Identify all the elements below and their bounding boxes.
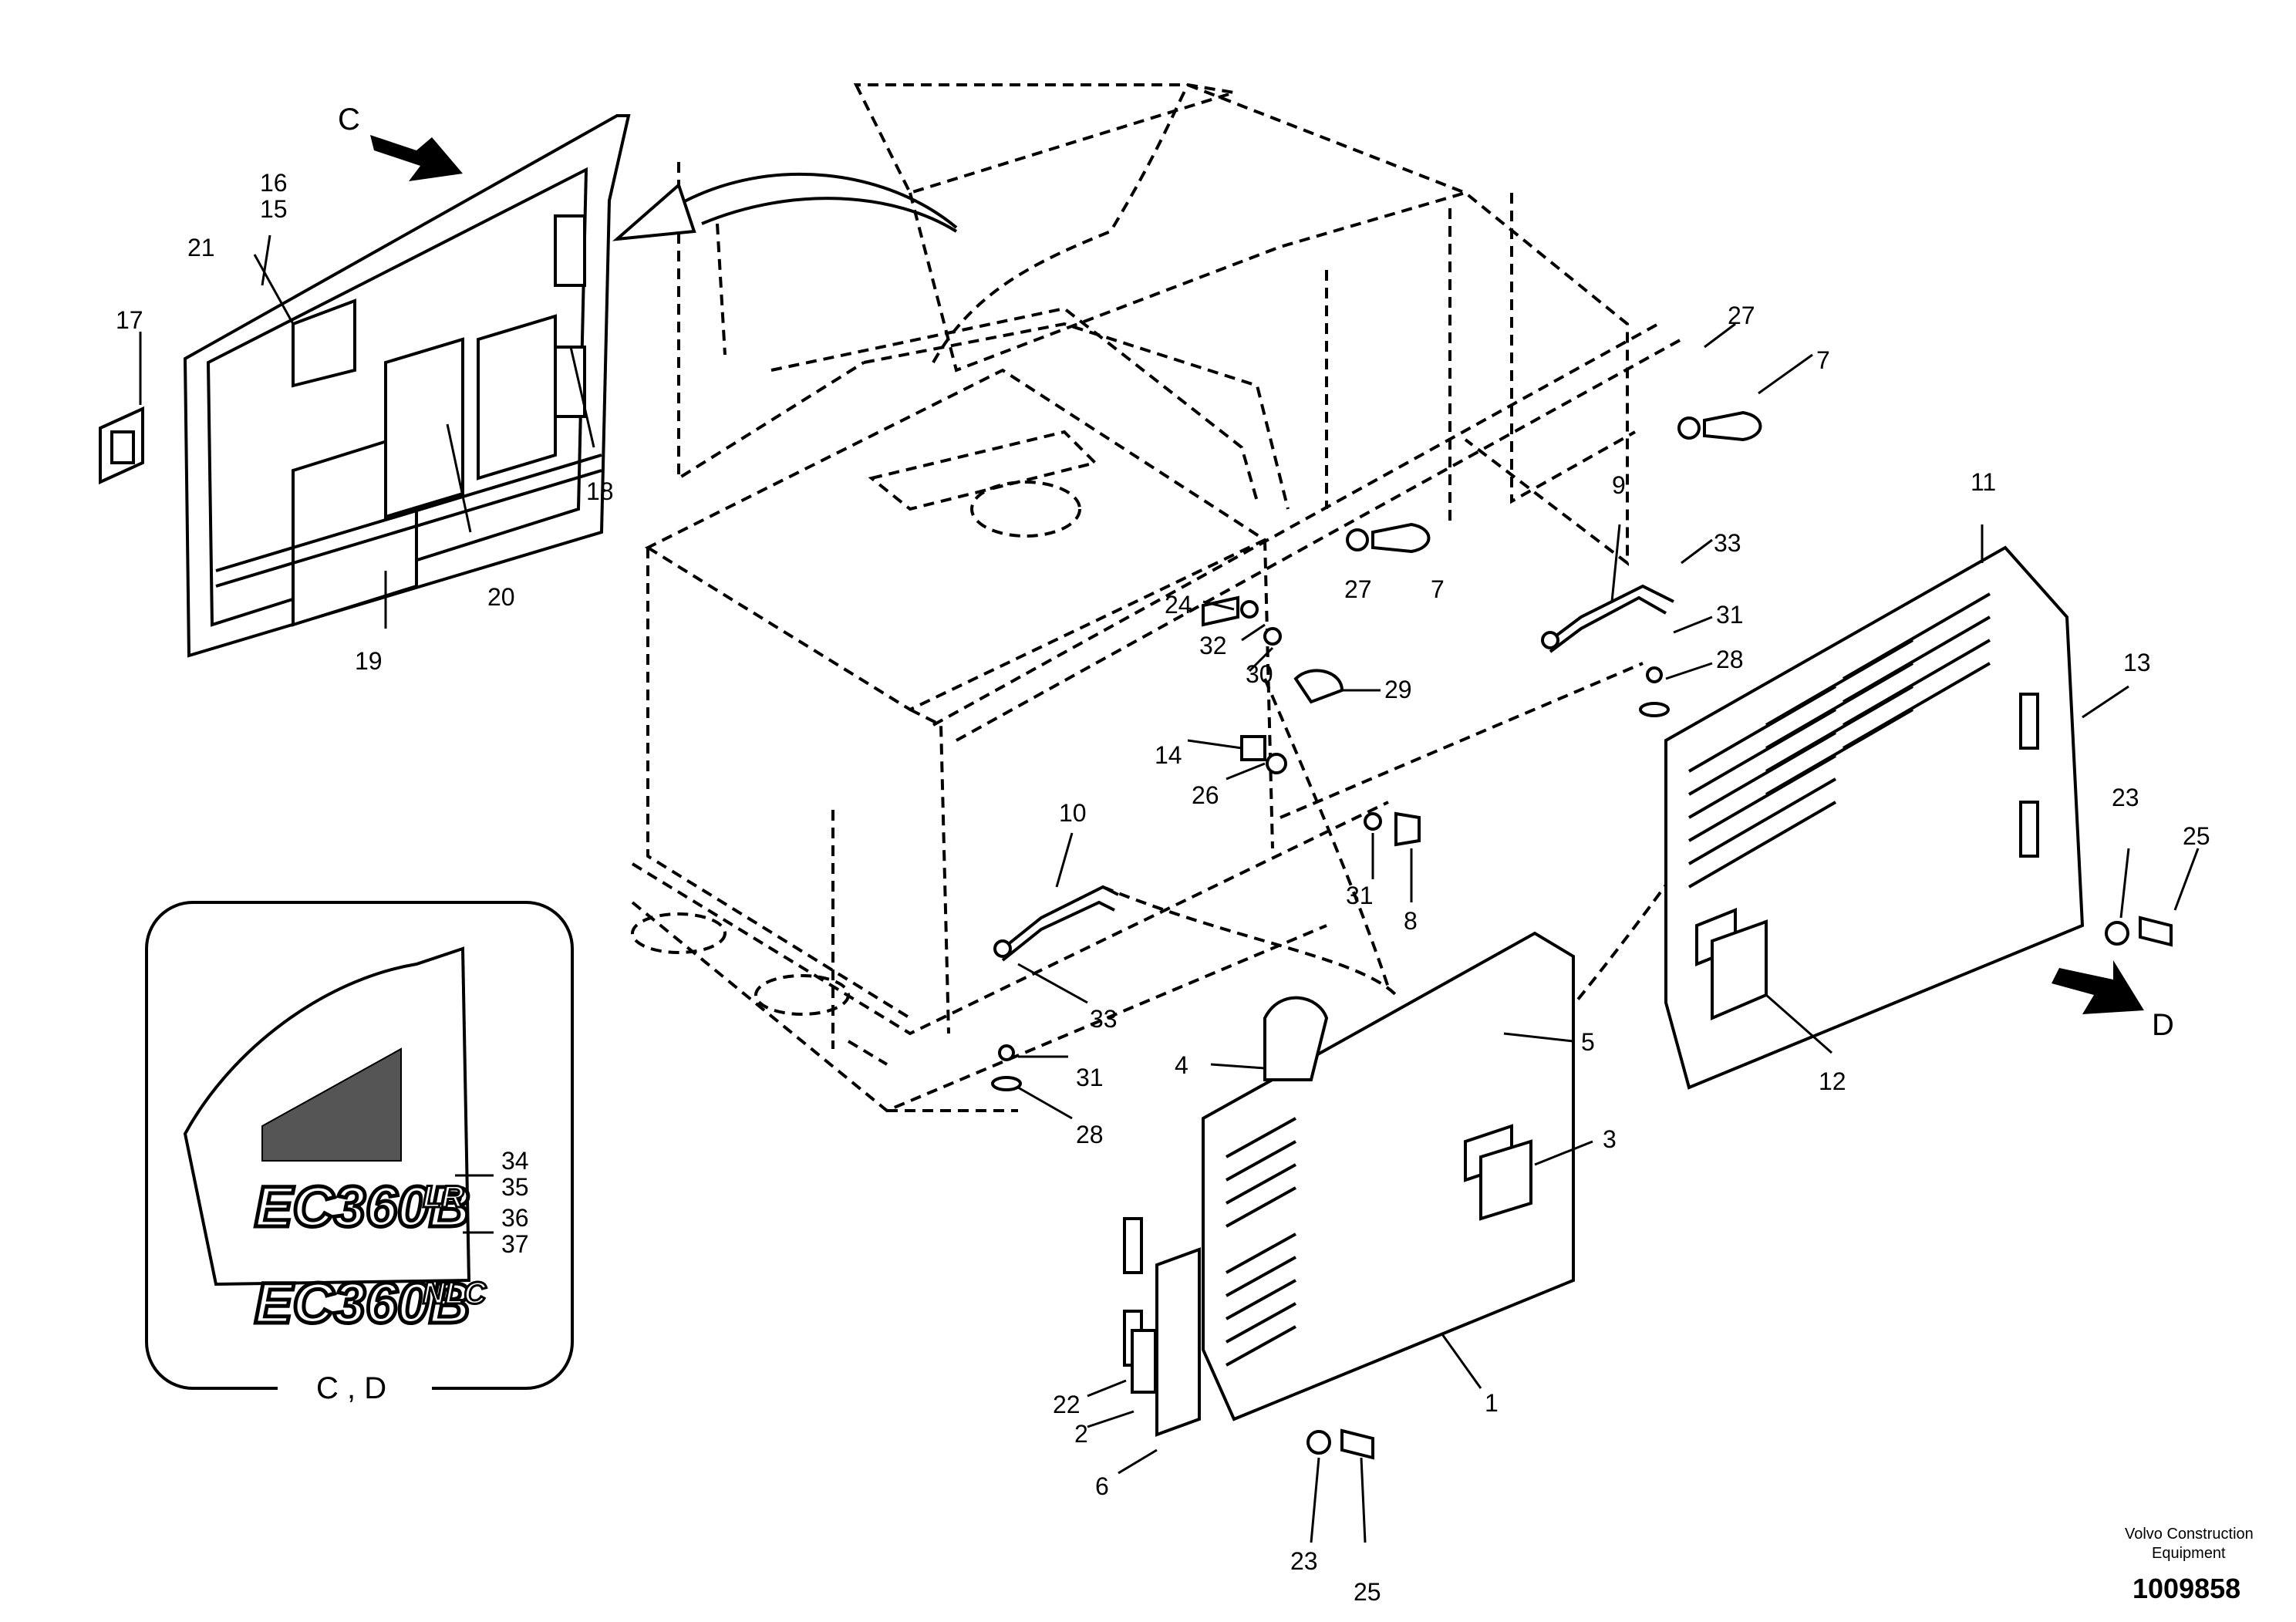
view-c-arrow: C: [338, 103, 463, 181]
front-door-panel: [1123, 931, 1575, 1437]
callout-32: 32: [1199, 632, 1227, 659]
callout-36: 36: [501, 1204, 529, 1232]
callout-27-upper: 27: [1728, 302, 1755, 329]
callout-35: 35: [501, 1173, 529, 1201]
callout-25-right: 25: [2183, 822, 2210, 850]
callout-30: 30: [1246, 660, 1273, 688]
callout-10: 10: [1059, 799, 1087, 827]
right-door-louvers: [1687, 592, 1991, 889]
callout-14: 14: [1155, 741, 1182, 769]
drawing-number: 1009858: [2132, 1573, 2240, 1604]
callout-5: 5: [1581, 1028, 1595, 1056]
callout-6: 6: [1095, 1472, 1109, 1500]
callout-27-mid: 27: [1344, 575, 1372, 603]
callout-33-lower: 33: [1090, 1005, 1118, 1033]
view-c-label: C: [338, 103, 360, 137]
callout-25-bottom: 25: [1354, 1578, 1381, 1606]
hardware: [991, 410, 2173, 1460]
decal-nlc-main: EC360B: [255, 1271, 470, 1335]
right-door-panel: [1664, 545, 2085, 1090]
part-17-latch: [99, 406, 144, 485]
callout-12: 12: [1819, 1067, 1846, 1095]
left-door-panel: [183, 114, 631, 658]
callout-23-bottom: 23: [1290, 1547, 1318, 1575]
callout-4: 4: [1175, 1051, 1188, 1079]
callout-31-lower: 31: [1076, 1064, 1104, 1091]
callout-26: 26: [1192, 781, 1219, 809]
callout-29: 29: [1384, 676, 1412, 703]
callout-9: 9: [1612, 471, 1626, 499]
handle-9: [1541, 584, 1674, 653]
callout-22: 22: [1053, 1391, 1081, 1418]
callout-37: 37: [501, 1230, 529, 1258]
callout-2: 2: [1074, 1420, 1088, 1448]
callout-20: 20: [487, 583, 515, 611]
callout-19: 19: [355, 647, 383, 675]
callout-11: 11: [1971, 468, 1996, 496]
front-door-louvers: [1226, 1117, 1296, 1367]
callout-28-upper: 28: [1716, 646, 1744, 673]
inset-grille: [261, 1047, 402, 1162]
callout-8: 8: [1404, 907, 1418, 935]
callout-23-right: 23: [2112, 784, 2139, 811]
callout-7-upper: 7: [1816, 346, 1830, 374]
callout-7-mid: 7: [1431, 575, 1445, 603]
inset-label: C , D: [316, 1371, 386, 1405]
callout-16: 16: [260, 169, 288, 197]
callout-33-upper: 33: [1714, 529, 1741, 557]
callout-28-lower: 28: [1076, 1121, 1104, 1148]
swing-arrow: [612, 172, 958, 241]
callout-13: 13: [2123, 649, 2151, 676]
view-d-arrow: D: [2052, 960, 2174, 1042]
callout-17: 17: [116, 306, 143, 334]
company-line-2: Equipment: [2152, 1545, 2226, 1562]
handle-10: [993, 885, 1119, 962]
inset-view-cd: C , D EC360B LR EC360B NLC 34 35 36 37: [145, 901, 574, 1405]
callout-31-upper: 31: [1716, 601, 1744, 629]
callout-34: 34: [501, 1147, 529, 1175]
callout-labels: 16 15 21 17 18 20 19 27 7 9 11 33 31 28 …: [116, 169, 2210, 1606]
decal-nlc-suffix: NLC: [423, 1276, 487, 1310]
leader-lines: [139, 234, 2200, 1543]
callout-21: 21: [187, 234, 215, 261]
callout-31-mid: 31: [1346, 882, 1374, 909]
callout-24: 24: [1165, 591, 1192, 619]
decal-lr-main: EC360B: [255, 1175, 470, 1239]
footer: Volvo Construction Equipment 1009858: [2125, 1526, 2254, 1604]
view-d-label: D: [2152, 1008, 2174, 1042]
callout-15: 15: [260, 195, 288, 223]
callout-1: 1: [1485, 1389, 1499, 1417]
callout-18: 18: [586, 477, 614, 505]
callout-3: 3: [1603, 1125, 1617, 1153]
decal-lr-suffix: LR: [423, 1180, 464, 1214]
company-line-1: Volvo Construction: [2125, 1526, 2254, 1543]
